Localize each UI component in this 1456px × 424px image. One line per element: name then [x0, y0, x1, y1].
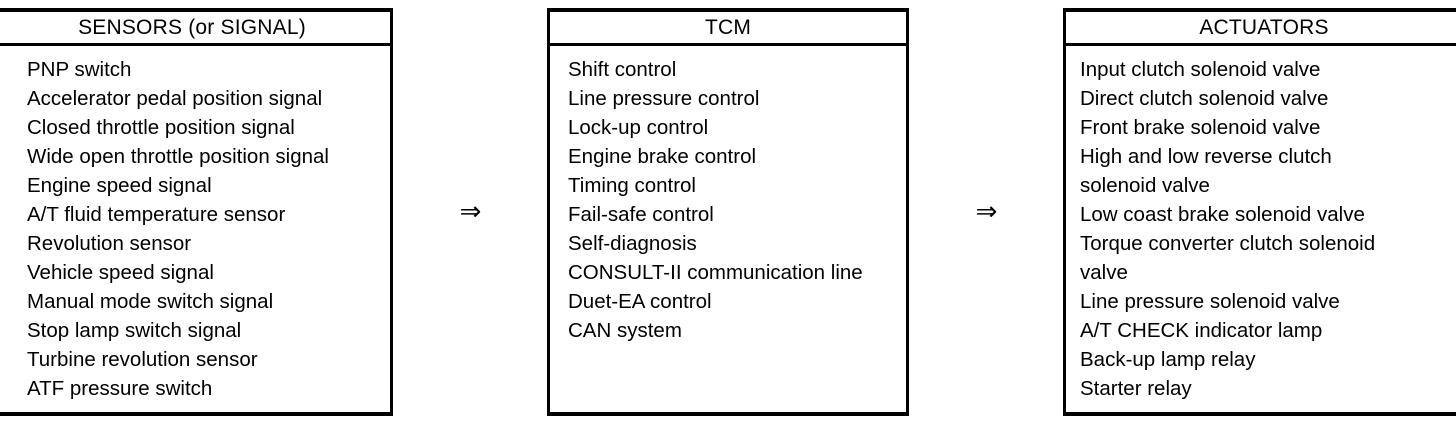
double-arrow-right-icon: ⇒: [975, 197, 998, 227]
list-item: Line pressure control: [568, 87, 760, 110]
list-item: valve: [1080, 261, 1128, 284]
list-item: PNP switch: [27, 58, 132, 81]
list-item: Lock-up control: [568, 116, 709, 139]
list-item: Line pressure solenoid valve: [1080, 290, 1340, 313]
list-item: Torque converter clutch solenoid: [1080, 232, 1376, 255]
actuators-header-title: ACTUATORS: [1199, 16, 1329, 39]
list-item: High and low reverse clutch: [1080, 145, 1332, 168]
list-item: Shift control: [568, 58, 677, 81]
list-item: Engine speed signal: [27, 174, 212, 197]
list-item: Vehicle speed signal: [27, 261, 214, 284]
sensors-panel-header: SENSORS (or SIGNAL): [0, 12, 390, 46]
list-item: Back-up lamp relay: [1080, 348, 1256, 371]
sensors-header-title: SENSORS (or SIGNAL): [78, 16, 306, 39]
actuators-panel-body: Input clutch solenoid valve Direct clutc…: [1066, 46, 1456, 403]
list-item: Manual mode switch signal: [27, 290, 274, 313]
sensors-to-tcm-arrow-container: ⇒: [396, 8, 545, 416]
list-item: Engine brake control: [568, 145, 757, 168]
list-item: CONSULT-II communication line: [568, 261, 863, 284]
list-item: Low coast brake solenoid valve: [1080, 203, 1365, 226]
tcm-panel: TCM Shift control Line pressure control …: [547, 8, 909, 416]
list-item: A/T fluid temperature sensor: [27, 203, 286, 226]
list-item: Self-diagnosis: [568, 232, 697, 255]
list-item: Direct clutch solenoid valve: [1080, 87, 1329, 110]
actuators-item-list: Input clutch solenoid valve Direct clutc…: [1080, 55, 1456, 403]
list-item: Timing control: [568, 174, 696, 197]
list-item: Starter relay: [1080, 377, 1192, 400]
list-item: Wide open throttle position signal: [27, 145, 329, 168]
list-item: Turbine revolution sensor: [27, 348, 258, 371]
list-item: Revolution sensor: [27, 232, 192, 255]
tcm-to-actuators-arrow-container: ⇒: [912, 8, 1061, 416]
tcm-panel-header: TCM: [550, 12, 906, 46]
tcm-header-title: TCM: [704, 16, 752, 39]
sensors-panel-body: PNP switch Accelerator pedal position si…: [0, 46, 390, 403]
list-item: solenoid valve: [1080, 174, 1210, 197]
list-item: Front brake solenoid valve: [1080, 116, 1321, 139]
actuators-panel: ACTUATORS Input clutch solenoid valve Di…: [1063, 8, 1456, 416]
list-item: Accelerator pedal position signal: [27, 87, 323, 110]
list-item: Stop lamp switch signal: [27, 319, 242, 342]
list-item: Closed throttle position signal: [27, 116, 295, 139]
list-item: Input clutch solenoid valve: [1080, 58, 1321, 81]
tcm-panel-body: Shift control Line pressure control Lock…: [550, 46, 906, 345]
double-arrow-right-icon: ⇒: [459, 197, 482, 227]
sensors-item-list: PNP switch Accelerator pedal position si…: [27, 55, 390, 403]
list-item: A/T CHECK indicator lamp: [1080, 319, 1323, 342]
list-item: CAN system: [568, 319, 682, 342]
list-item: Fail-safe control: [568, 203, 714, 226]
sensors-panel: SENSORS (or SIGNAL) PNP switch Accelerat…: [0, 8, 393, 416]
tcm-item-list: Shift control Line pressure control Lock…: [568, 55, 906, 345]
actuators-panel-header: ACTUATORS: [1066, 12, 1456, 46]
list-item: Duet-EA control: [568, 290, 712, 313]
list-item: ATF pressure switch: [27, 377, 213, 400]
